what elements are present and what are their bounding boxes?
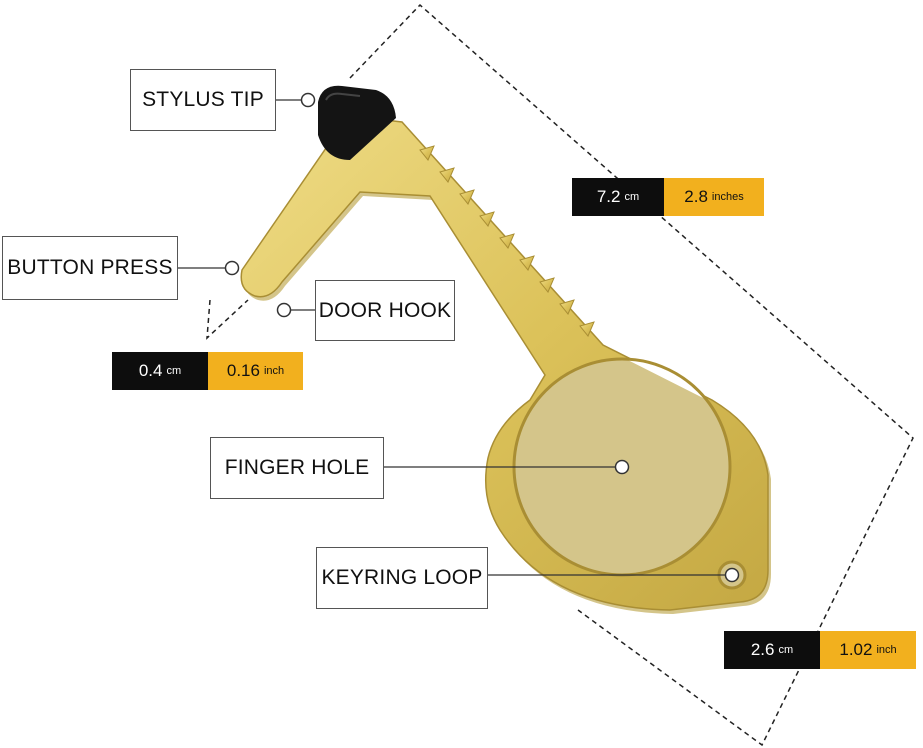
label-button-press-text: BUTTON PRESS bbox=[7, 256, 173, 279]
label-keyring-loop-text: KEYRING LOOP bbox=[321, 566, 483, 589]
thickness-cm-unit: cm bbox=[166, 365, 182, 377]
length-inch-value: 2.8 bbox=[684, 187, 708, 206]
label-button-press: BUTTON PRESS bbox=[2, 236, 178, 300]
thickness-inch-value: 0.16 bbox=[226, 361, 260, 380]
width-inch-unit: inch bbox=[876, 644, 897, 656]
label-stylus-tip: STYLUS TIP bbox=[130, 69, 276, 131]
length-cm-unit: cm bbox=[624, 191, 640, 203]
label-door-hook: DOOR HOOK bbox=[315, 280, 455, 341]
dimension-frame bbox=[206, 3, 914, 747]
dimension-width: 2.6 cm 1.02 inch bbox=[724, 631, 916, 669]
stylus-tip bbox=[318, 85, 396, 160]
width-cm-value: 2.6 bbox=[750, 640, 775, 659]
width-inch-value: 1.02 bbox=[839, 640, 873, 659]
dimension-thickness: 0.4 cm 0.16 inch bbox=[112, 352, 303, 390]
label-finger-hole: FINGER HOLE bbox=[210, 437, 384, 499]
leader-lines bbox=[177, 92, 740, 583]
thickness-inch-unit: inch bbox=[263, 365, 285, 377]
label-keyring-loop: KEYRING LOOP bbox=[316, 547, 488, 609]
label-stylus-tip-text: STYLUS TIP bbox=[142, 88, 264, 111]
length-inch-unit: inches bbox=[711, 191, 744, 203]
label-door-hook-text: DOOR HOOK bbox=[318, 298, 452, 322]
length-cm-value: 7.2 bbox=[596, 187, 621, 206]
thickness-cm-value: 0.4 bbox=[138, 361, 163, 380]
label-finger-hole-text: FINGER HOLE bbox=[224, 456, 370, 479]
dimension-length: 7.2 cm 2.8 inches bbox=[572, 178, 764, 216]
width-cm-unit: cm bbox=[778, 644, 794, 656]
